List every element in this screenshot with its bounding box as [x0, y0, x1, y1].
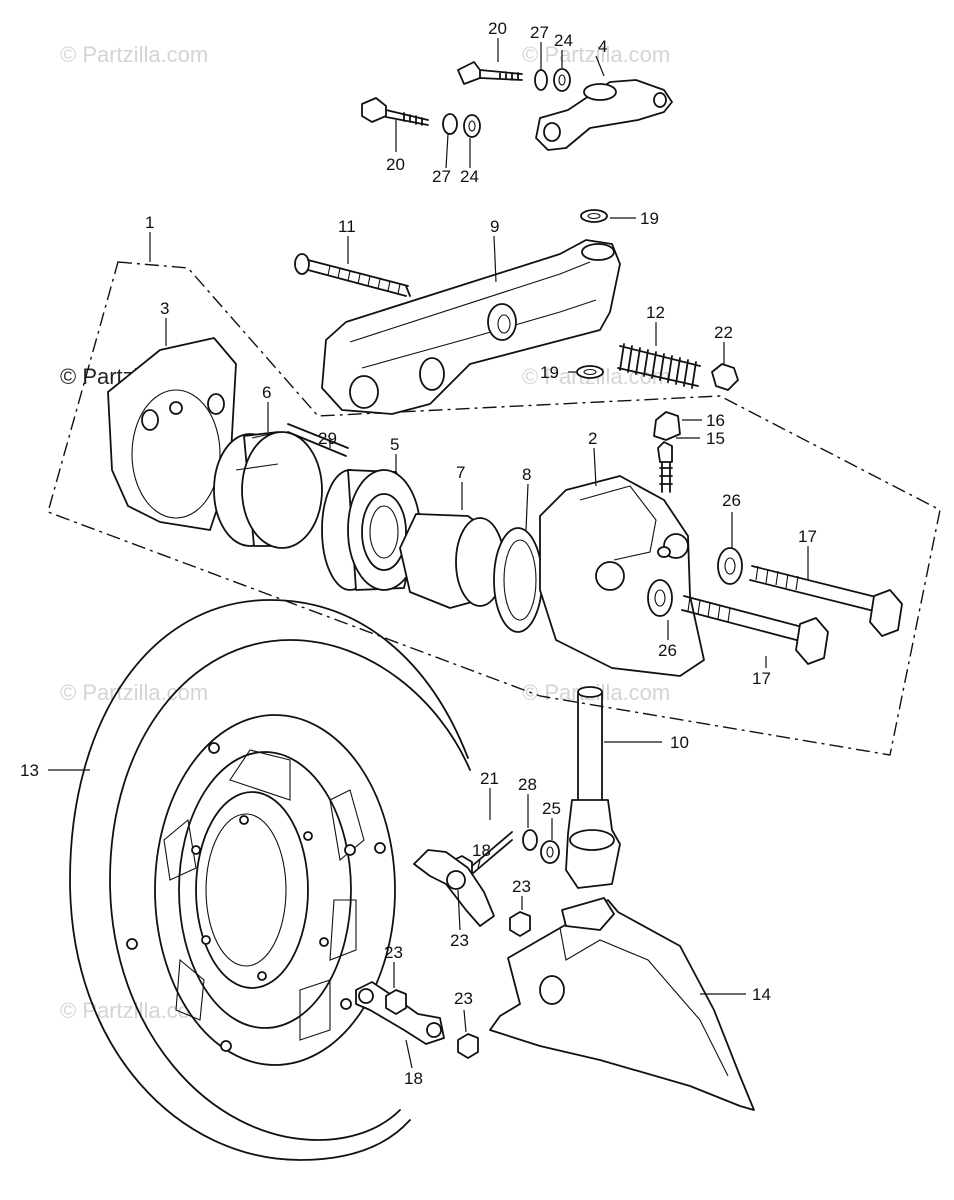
bracket-hole-right	[653, 92, 667, 108]
watermark-lower-left: © Partzilla.com	[60, 680, 208, 705]
callout-9: 9	[490, 217, 499, 236]
callout-8: 8	[522, 465, 531, 484]
callout-17: 17	[798, 527, 817, 546]
nut-22	[711, 363, 739, 391]
washer-28	[522, 829, 538, 851]
lock-plate-18-upper	[413, 849, 495, 927]
caliper-assembly-outline	[47, 261, 941, 756]
callout-28: 28	[518, 775, 537, 794]
bolt-11-head	[294, 253, 310, 275]
callout-26: 26	[658, 641, 677, 660]
spring-12	[617, 343, 701, 389]
watermark-top-left: © Partzilla.com	[60, 42, 208, 67]
arm-end-hole-right	[419, 357, 445, 391]
callout-26: 26	[722, 491, 741, 510]
washer-19-lower	[576, 365, 604, 379]
callout-13: 13	[20, 761, 39, 780]
callout-1: 1	[145, 213, 154, 232]
callout-10: 10	[670, 733, 689, 752]
callout-11: 11	[338, 217, 356, 236]
caliper-torque-arm	[321, 239, 621, 415]
callout-23: 23	[450, 931, 469, 950]
callout-17: 17	[752, 669, 771, 688]
bolt-20-upper-head	[457, 61, 481, 85]
callout-2: 2	[588, 429, 597, 448]
callout-3: 3	[160, 299, 169, 318]
arm-center-boss	[487, 303, 517, 341]
callout-24: 24	[554, 31, 573, 50]
callout-23: 23	[512, 877, 531, 896]
bracket-4-group	[361, 61, 673, 151]
washer-19-upper	[580, 209, 608, 223]
lock-plate-18-lower	[355, 981, 445, 1045]
callout-27: 27	[432, 167, 451, 186]
callout-5: 5	[390, 435, 399, 454]
brake-disc-13	[69, 599, 471, 1161]
washer-26-lower	[647, 579, 673, 617]
callout-21: 21	[480, 769, 499, 788]
bracket-bore	[583, 83, 617, 101]
callout-12: 12	[646, 303, 665, 322]
washer-26-upper	[717, 547, 743, 585]
bolt-17-lower	[681, 595, 829, 665]
bolt-17-upper	[749, 565, 903, 637]
ring-seal-8	[493, 527, 543, 633]
pad-6	[213, 431, 323, 549]
leader-lines	[48, 38, 809, 1069]
arm-end-hole-left	[349, 375, 379, 409]
callout-18: 18	[472, 841, 491, 860]
pin-29	[287, 423, 349, 457]
caliper-body-2	[539, 475, 705, 677]
callout-4: 4	[598, 37, 607, 56]
washer-24-upper	[553, 68, 571, 92]
disc-cover-14	[489, 897, 755, 1111]
caliper-arm-group	[294, 209, 739, 415]
callout-29: 29	[318, 429, 337, 448]
watermark-top-right: © Partzilla.com	[522, 42, 670, 67]
callout-numbers: 20 27 24 4 20 27 24 1 11 9 19 3 12 22 19…	[20, 19, 817, 1088]
callout-23: 23	[384, 943, 403, 962]
bolt-20-lower-head	[361, 97, 387, 123]
washer-24-lower	[463, 114, 481, 138]
washer-27-lower	[442, 113, 458, 135]
pad-plate-3	[107, 337, 237, 531]
callout-19: 19	[540, 363, 559, 382]
callout-15: 15	[706, 429, 725, 448]
callout-7: 7	[456, 463, 465, 482]
pivot-shaft-10	[565, 686, 621, 889]
callout-27: 27	[530, 23, 549, 42]
callout-20: 20	[386, 155, 405, 174]
callout-16: 16	[706, 411, 725, 430]
bleeder-screw-15	[657, 441, 673, 493]
callout-6: 6	[262, 383, 271, 402]
callout-23: 23	[454, 989, 473, 1008]
callout-18: 18	[404, 1069, 423, 1088]
washer-27-upper	[534, 69, 548, 91]
nut-23-c	[457, 1033, 479, 1059]
callout-25: 25	[542, 799, 561, 818]
callout-22: 22	[714, 323, 733, 342]
piston-7	[399, 513, 507, 609]
caliper-holder-bracket	[535, 79, 673, 151]
callout-24: 24	[460, 167, 479, 186]
bleeder-cap-16	[653, 411, 681, 441]
nut-23-a	[509, 911, 531, 937]
callout-19: 19	[640, 209, 659, 228]
callout-14: 14	[752, 985, 771, 1004]
callout-20: 20	[488, 19, 507, 38]
washer-25	[540, 840, 560, 864]
nut-23-b	[385, 989, 407, 1015]
arm-pivot-bore	[581, 243, 615, 261]
bracket-hole-lower	[543, 122, 561, 142]
